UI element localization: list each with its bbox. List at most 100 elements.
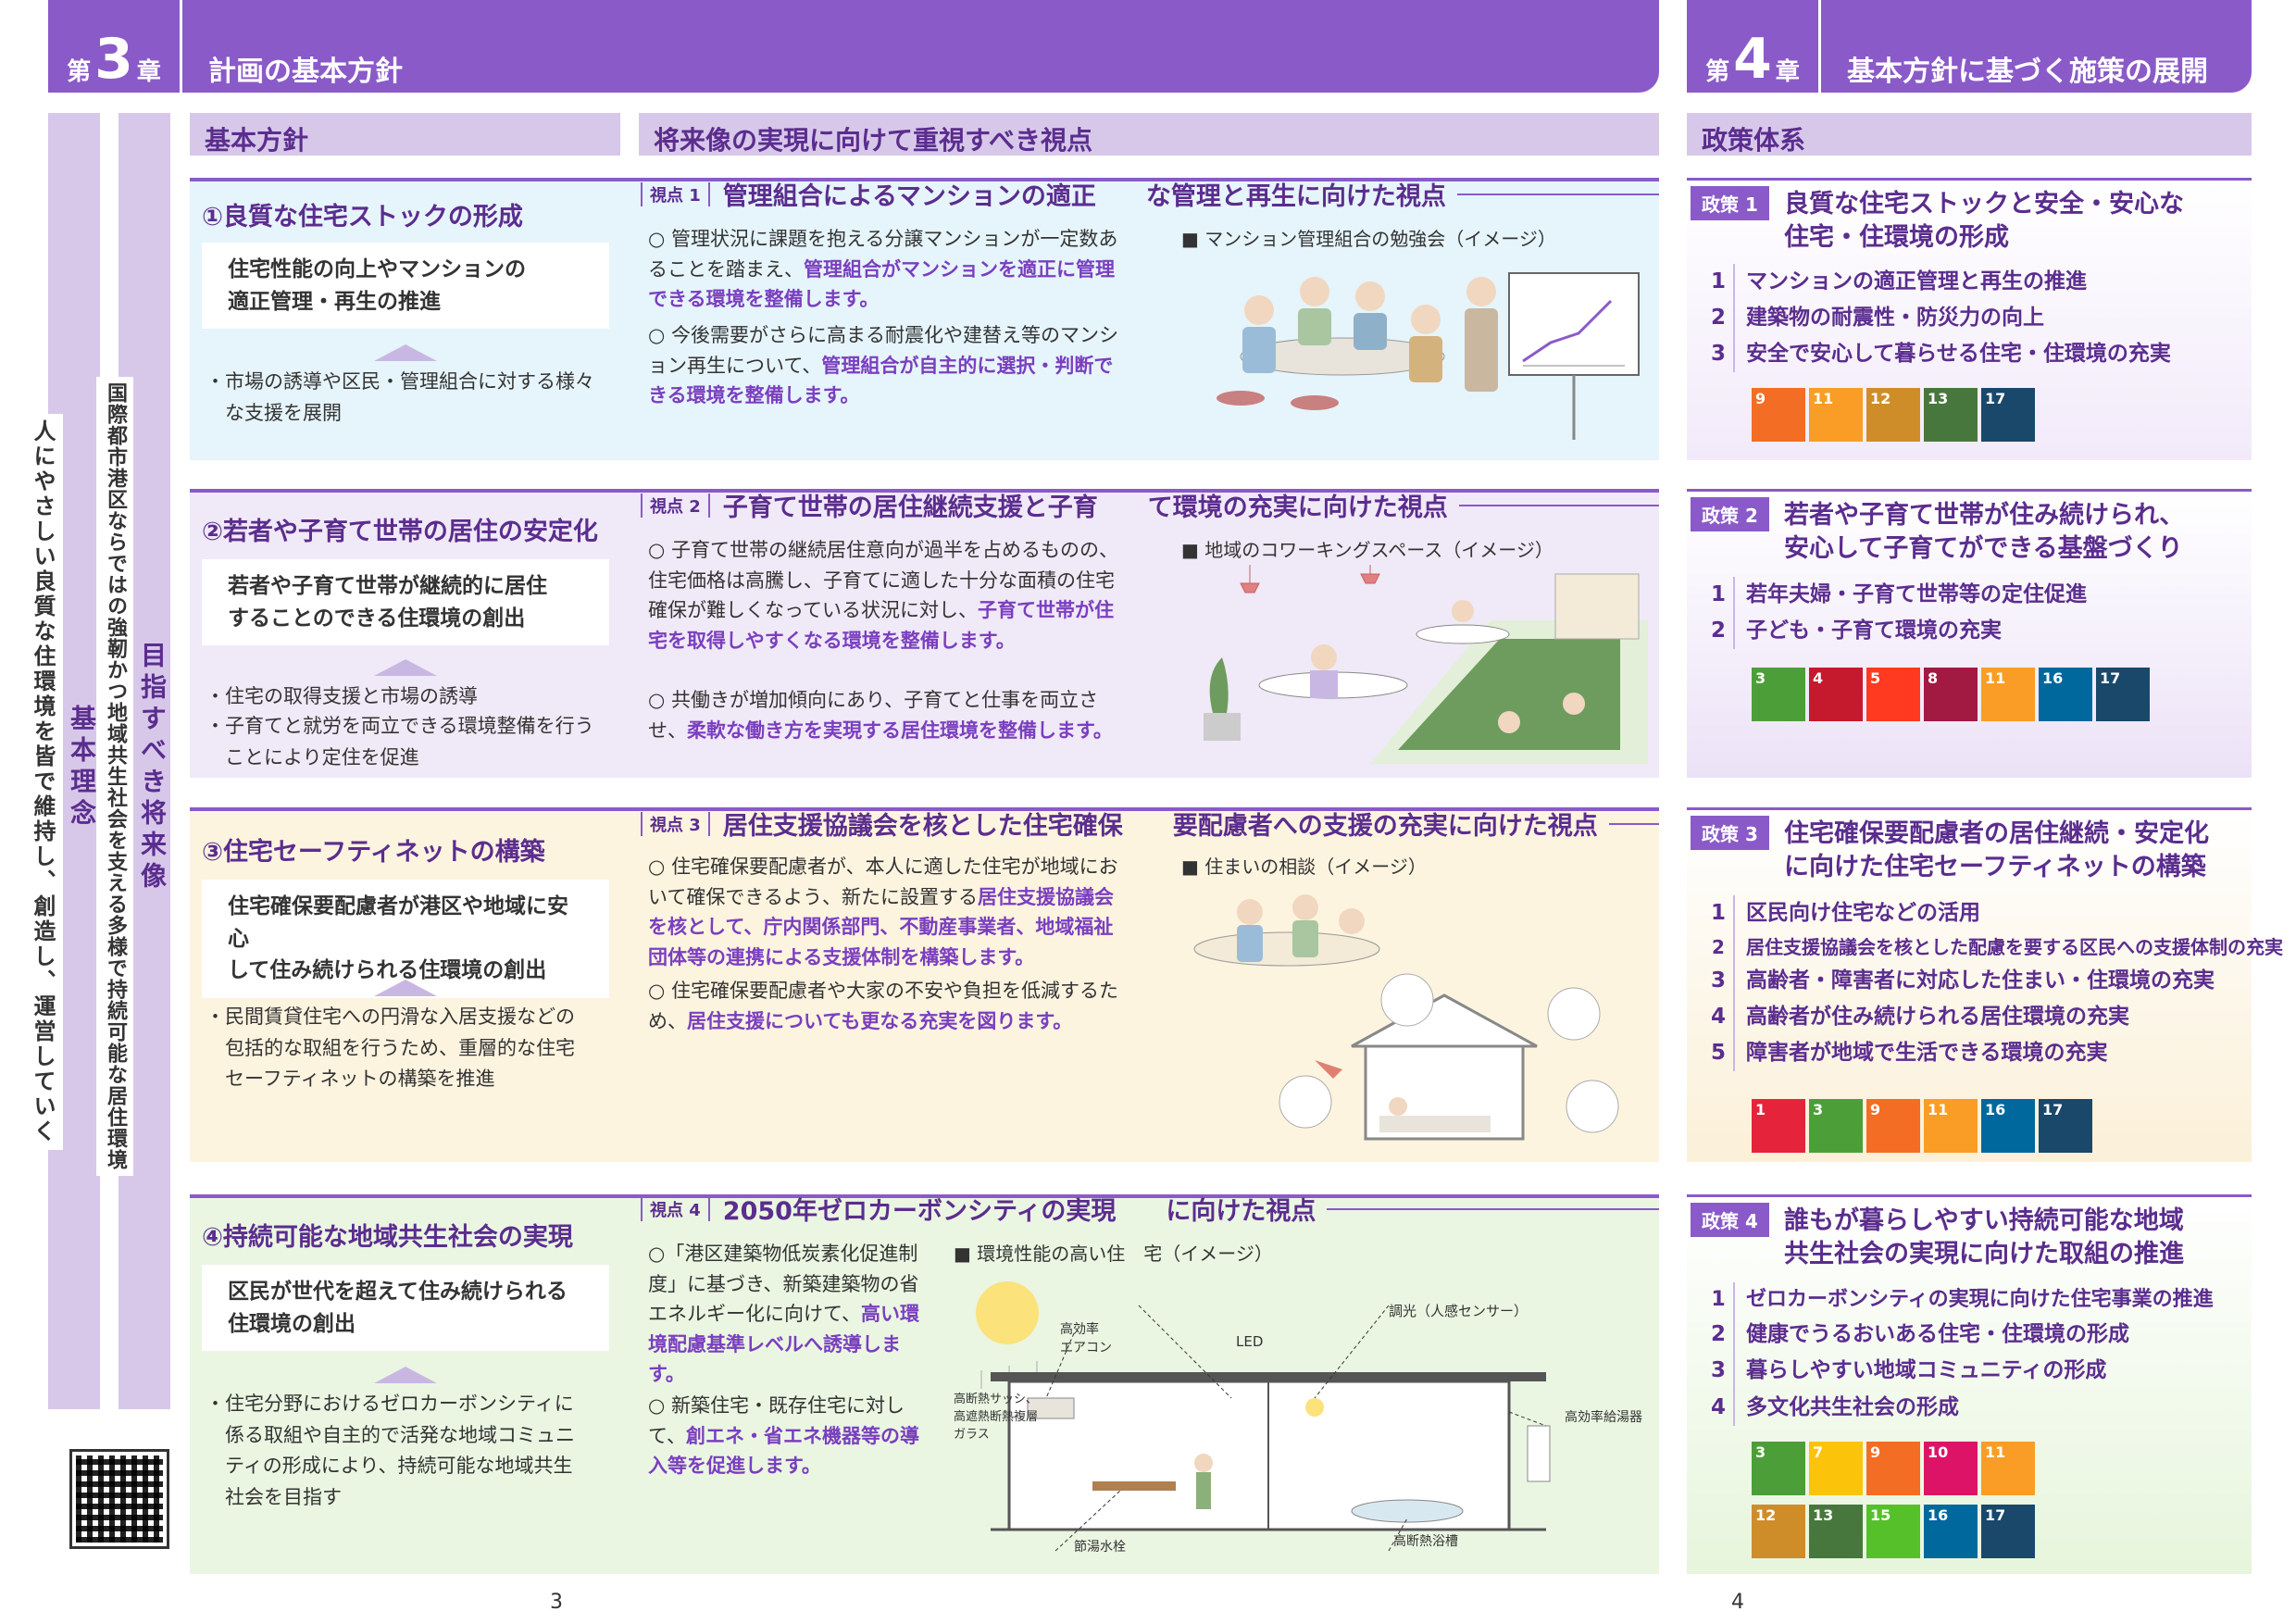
divider	[1456, 193, 1659, 195]
item-text: ゼロカーボンシティの実現に向けた住宅事業の推進	[1746, 1288, 2214, 1311]
policy-tag: 政策 2	[1691, 497, 1769, 531]
chapter-suffix: 章	[136, 58, 161, 86]
policy-3-goal: 住宅確保要配慮者が港区や地域に安心 して住み続けられる住環境の創出	[202, 880, 609, 998]
policy-title: 住宅確保要配慮者の居住継続・安定化 に向けた住宅セーフティネットの構築	[1784, 819, 2209, 882]
viewpoint-2-title: 子育て世帯の居住継続支援と子育 て環境の充実に向けた視点	[722, 493, 1448, 522]
sdg-goal-15-icon: 15	[1866, 1505, 1920, 1558]
viewpoints-header: 将来像の実現に向けて重視すべき視点	[639, 113, 1659, 156]
policy-2-bullet-1: ・住宅の取得支援と市場の誘導	[206, 685, 478, 707]
sdg-goal-16-icon: 16	[1981, 1099, 2035, 1153]
policy-tag: 政策 4	[1691, 1203, 1769, 1237]
item-text: 居住支援協議会を核とした配慮を要する区民への支援体制の充実	[1746, 936, 2283, 959]
highlight-text: 柔軟な働き方を実現する居住環境を整備します。	[687, 718, 1113, 742]
viewpoint-3-para-2: ○ 住宅確保要配慮者や大家の不安や負担を低減するため、居住支援についても更なる充…	[648, 976, 1129, 1036]
policy-3-title: ③住宅セーフティネットの構築	[202, 838, 545, 867]
policy-4-goal: 区民が世代を超えて住み続けられる 住環境の創出	[202, 1265, 609, 1351]
target-column: 目指すべき将来像 国際都市港区ならではの強靭かつ地域共生社会を支える多様で持続可…	[96, 113, 170, 1409]
highlight-text: 管理組合がマンションを適正に管理できる環境を整備します。	[648, 257, 1115, 311]
sdg-goal-11-icon: 11	[1924, 1099, 1978, 1153]
item-text: 高齢者・障害者に対応した住まい・住環境の充実	[1746, 968, 2215, 993]
sdg-goal-12-icon: 12	[1866, 388, 1920, 442]
text: ○ 新築住宅・既存住宅に対して、	[648, 1394, 905, 1447]
sdg-goal-17-icon: 17	[1981, 388, 2035, 442]
sdg-goal-11-icon: 11	[1981, 668, 2035, 721]
label-sash: 高断熱サッシ、 高遮熱断熱複層 ガラス	[954, 1393, 1039, 1442]
item-text: 子ども・子育て環境の充実	[1746, 618, 2002, 643]
policy-2-bullet-2: ・子育てと就労を両立できる環境整備を行う ことにより定住を促進	[206, 715, 594, 768]
viewpoint-1-header: 視点 1 管理組合によるマンションの適正 な管理と再生に向けた視点	[641, 176, 1659, 212]
sdg-goal-8-icon: 8	[1924, 668, 1978, 721]
item-text: マンションの適正管理と再生の推進	[1746, 269, 2087, 294]
label-light: 調光（人感センサー）	[1389, 1303, 1529, 1319]
text: ○ 住宅確保要配慮者や大家の不安や負担を低減するため、	[648, 980, 1118, 1032]
right-chapter-badge: 第 4 章	[1687, 0, 1821, 93]
viewpoint-3-para-1: ○ 住宅確保要配慮者が、本人に適した住宅が地域において確保できるよう、新たに設置…	[648, 852, 1129, 972]
sdg-goal-3-icon: 3	[1809, 1099, 1863, 1153]
item-text: 安全で安心して暮らせる住宅・住環境の充実	[1746, 342, 2171, 367]
highlight-text: 高い環境配慮基準レベルへ誘導します。	[648, 1303, 919, 1386]
sdg-goal-17-icon: 17	[2096, 668, 2150, 721]
text: ○ 共働きが増加傾向にあり、子育てと仕事を両立させ、	[648, 689, 1099, 742]
viewpoint-4-para-2: ○ 新築住宅・既存住宅に対して、創エネ・省エネ機器等の導入等を促進します。	[648, 1391, 930, 1481]
policy-2-arrow	[374, 659, 437, 676]
highlight-text: 居住支援協議会を核として、庁内関係部門、不動産事業者、地域福祉団体等の連携による…	[648, 885, 1114, 968]
policy-4-title: ④持続可能な地域共生社会の実現	[202, 1223, 573, 1252]
sdg-goal-9-icon: 9	[1866, 1099, 1920, 1153]
viewpoint-4-para-1: ○「港区建築物低炭素化促進制度」に基づき、新築建築物の省エネルギー化に向けて、高…	[648, 1239, 930, 1390]
basic-idea-label: 基本理念	[67, 705, 97, 831]
right-chapter-title: 基本方針に基づく施策の展開	[1847, 56, 2208, 88]
policy-1-arrow	[374, 344, 437, 361]
sdg-goal-4-icon: 4	[1809, 668, 1863, 721]
chapter-suffix: 章	[1775, 58, 1800, 86]
policy-tag: 政策 3	[1691, 816, 1769, 850]
consultation-illustration	[1193, 894, 1619, 1141]
target-text: 国際都市港区ならではの強靭かつ地域共生社会を支える多様で持続可能な居住環境	[96, 376, 133, 1176]
chapter-prefix: 第	[67, 58, 92, 86]
viewpoint-3-header: 視点 3 居住支援協議会を核とした住宅確保 要配慮者への支援の充実に向けた視点	[641, 806, 1659, 842]
viewpoint-2-tag: 視点 2	[641, 493, 710, 518]
item-text: 健康でうるおいある住宅・住環境の形成	[1746, 1322, 2129, 1347]
basic-idea-column: 基本理念 人にやさしい良質な住環境を皆で維持し、創造し、運営していく	[23, 113, 100, 1409]
page-number-left: 3	[550, 1591, 563, 1614]
policy-2-title: ②若者や子育て世帯の居住の安定化	[202, 518, 598, 546]
sdg-goal-7-icon: 7	[1809, 1442, 1863, 1495]
sdg-goal-16-icon: 16	[2039, 668, 2092, 721]
policy-system-4: 政策 4 誰もが暮らしやすい持続可能な地域 共生社会の実現に向けた取組の推進 1…	[1687, 1194, 2252, 1574]
policy-title: 若者や子育て世帯が住み続けられ、 安心して子育てができる基盤づくり	[1784, 501, 2185, 564]
qr-code-left[interactable]	[69, 1449, 169, 1549]
left-chapter-title: 計画の基本方針	[208, 56, 403, 88]
policy-3-bullet: ・民間賃貸住宅への円滑な入居支援などの 包括的な取組を行うため、重層的な住宅 セ…	[206, 1006, 575, 1091]
basic-policy-header: 基本方針	[190, 113, 620, 156]
viewpoint-2-para-1: ○ 子育て世帯の継続居住意向が過半を占めるものの、住宅価格は高騰し、子育てに適し…	[648, 535, 1129, 656]
viewpoint-4-tag: 視点 4	[641, 1196, 710, 1221]
viewpoint-1-para-2: ○ 今後需要がさらに高まる耐震化や建替え等のマンション再生について、管理組合が自…	[648, 320, 1129, 411]
left-chapter-band	[48, 0, 1659, 93]
sdg-goal-3-icon: 3	[1752, 668, 1805, 721]
item-text: 区民向け住宅などの活用	[1746, 901, 1980, 925]
viewpoint-2-para-2: ○ 共働きが増加傾向にあり、子育てと仕事を両立させ、柔軟な働き方を実現する居住環…	[648, 685, 1129, 745]
policy-title: 良質な住宅ストックと安全・安心な 住宅・住環境の形成	[1784, 190, 2184, 253]
sdg-goal-11-icon: 11	[1981, 1442, 2035, 1495]
viewpoint-1-caption: ■ マンション管理組合の勉強会（イメージ）	[1181, 228, 1556, 250]
chapter-prefix: 第	[1705, 58, 1730, 86]
item-text: 多文化共生社会の形成	[1746, 1394, 1959, 1419]
sdg-goal-5-icon: 5	[1866, 668, 1920, 721]
sdg-goal-9-icon: 9	[1752, 388, 1805, 442]
item-text: 暮らしやすい地域コミュニティの形成	[1746, 1358, 2107, 1383]
divider	[1327, 1207, 1659, 1210]
item-text: 建築物の耐震性・防災力の向上	[1746, 306, 2044, 331]
sdg-goal-11-icon: 11	[1809, 388, 1863, 442]
policy-2-goal: 若者や子育て世帯が継続的に居住 することのできる住環境の創出	[202, 559, 609, 645]
policy-title: 誰もが暮らしやすい持続可能な地域 共生社会の実現に向けた取組の推進	[1784, 1206, 2184, 1269]
